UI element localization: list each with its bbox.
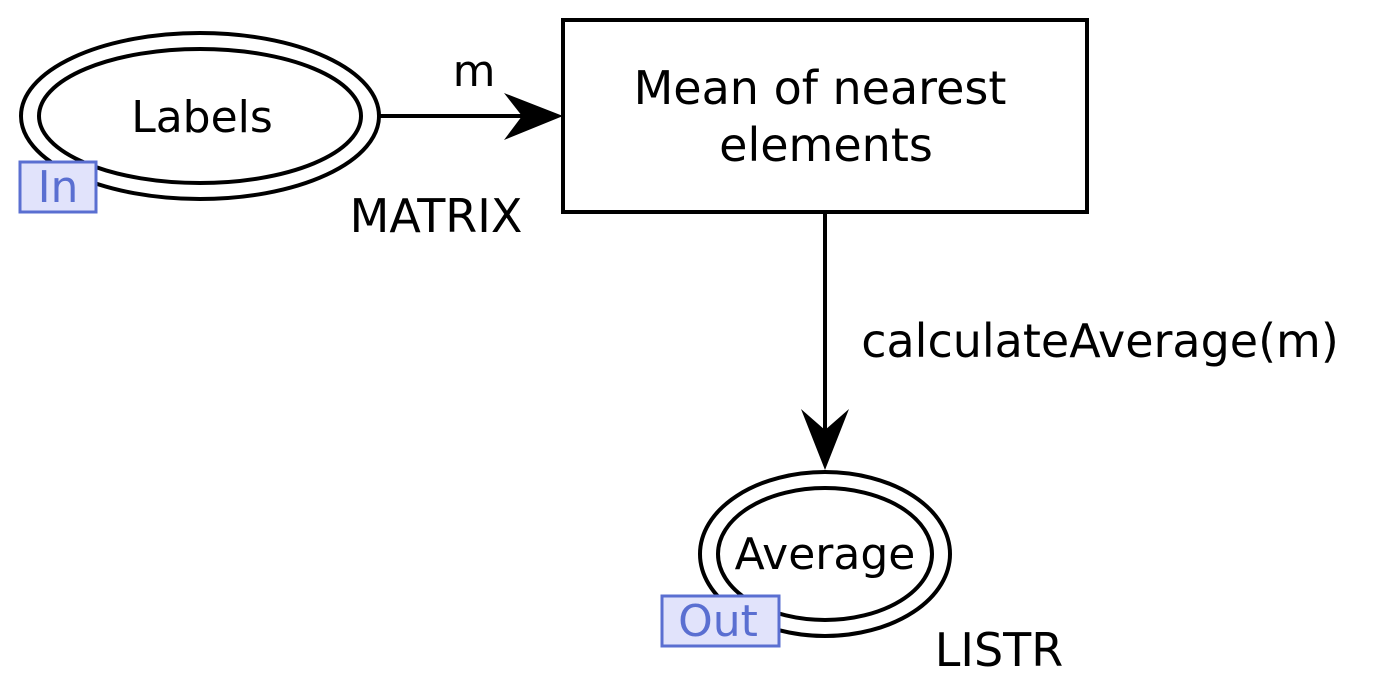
- place-average[interactable]: Average: [698, 470, 952, 638]
- place-average-type: LISTR: [935, 623, 1063, 677]
- place-average-name: Average: [735, 529, 916, 580]
- arc-output-label: calculateAverage(m): [861, 314, 1339, 368]
- in-port-tag: In: [18, 160, 98, 214]
- out-port-tag-text: Out: [678, 596, 758, 647]
- arc-output: [801, 212, 849, 470]
- arc-input: [380, 93, 563, 140]
- out-port-tag: Out: [660, 594, 781, 648]
- transition-label-line2: elements: [719, 118, 933, 172]
- transition-label-line1: Mean of nearest: [634, 61, 1007, 115]
- arc-input-label: m: [453, 46, 496, 97]
- place-labels-name: Labels: [131, 92, 273, 143]
- place-labels-type: MATRIX: [350, 189, 523, 243]
- transition-mean-nearest[interactable]: Mean of nearest elements: [561, 18, 1089, 214]
- place-labels[interactable]: Labels: [19, 31, 381, 201]
- in-port-tag-text: In: [38, 162, 79, 213]
